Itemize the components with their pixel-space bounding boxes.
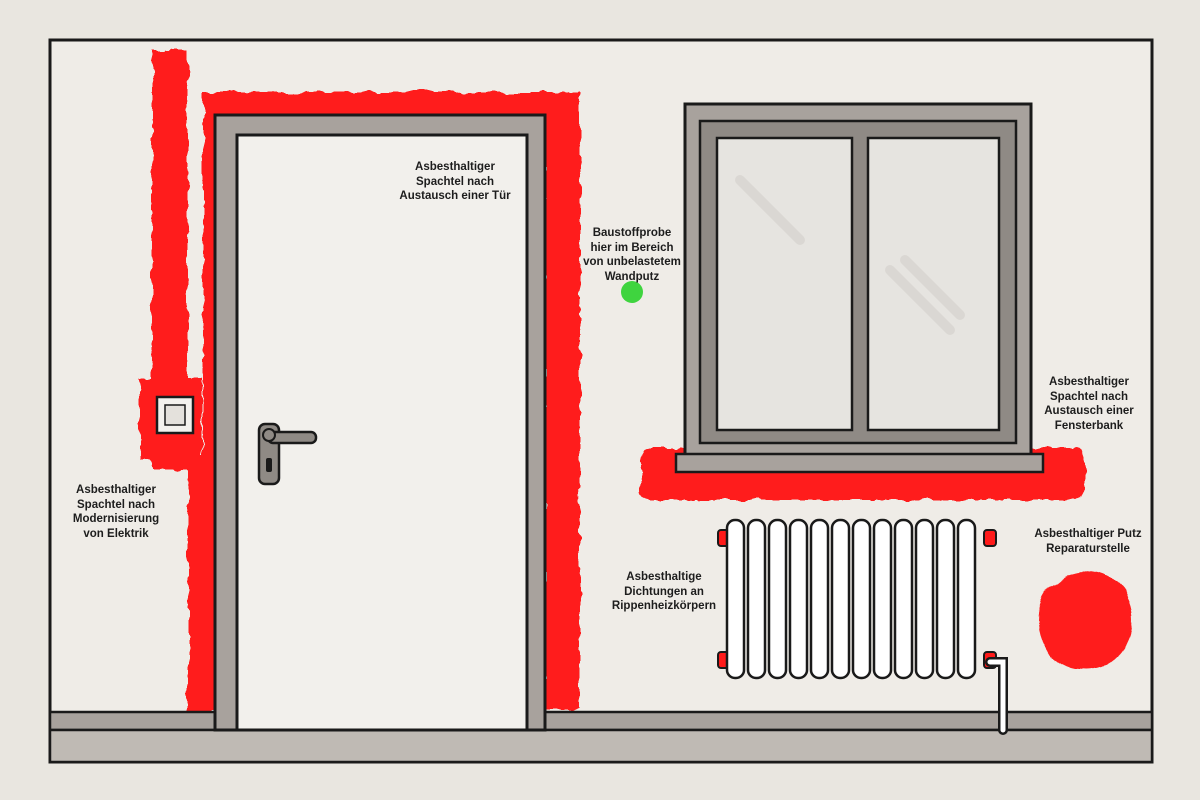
sample-point-marker — [621, 281, 643, 303]
door-icon — [213, 113, 547, 732]
sample-label: Baustoffprobe hier im Bereich von unbela… — [583, 227, 681, 283]
window-icon — [674, 102, 1045, 474]
window-pane-left — [715, 136, 854, 432]
radiator-icon — [717, 518, 1008, 735]
floor — [48, 728, 1154, 764]
windowsill — [674, 452, 1045, 474]
plaster-repair-zone — [1037, 570, 1133, 670]
electrical-filler-label: Asbesthaltiger Spachtel nach Modernisier… — [72, 484, 160, 540]
light-switch-icon — [155, 395, 195, 435]
radiator-seals-label: Asbesthaltige Dichtungen an Rippenheizkö… — [611, 571, 717, 612]
windowsill-filler-label: Asbesthaltiger Spachtel nach Austausch e… — [1044, 376, 1134, 432]
door-handle-icon — [257, 422, 318, 486]
plaster-repair-label: Asbesthaltiger Putz Reparaturstelle — [1034, 528, 1142, 555]
door-filler-zone-left — [188, 455, 215, 712]
door-filler-label: Asbesthaltiger Spachtel nach Austausch e… — [399, 161, 511, 202]
